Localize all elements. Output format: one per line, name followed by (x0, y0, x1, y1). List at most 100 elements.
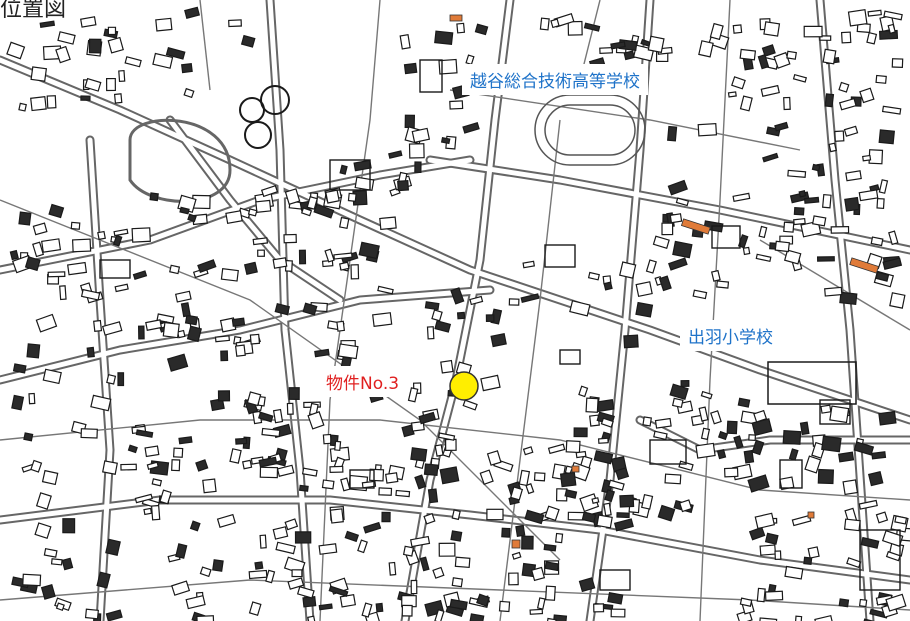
building (845, 170, 862, 182)
building (50, 558, 63, 566)
building (152, 52, 174, 69)
building (350, 264, 360, 280)
building (875, 511, 889, 524)
building (156, 313, 175, 324)
building (101, 321, 123, 336)
building (613, 518, 634, 532)
building (339, 216, 350, 230)
highlighted-buildings (449, 14, 880, 549)
building (419, 556, 430, 572)
building (883, 10, 903, 21)
building (217, 390, 231, 402)
building (635, 281, 653, 298)
building (144, 445, 160, 458)
building (716, 280, 730, 289)
building (669, 213, 683, 224)
building (783, 249, 802, 265)
building (739, 597, 753, 607)
building (395, 489, 411, 498)
building (521, 535, 534, 550)
building (524, 509, 545, 525)
building (456, 22, 466, 34)
building (189, 520, 201, 532)
building (120, 463, 137, 471)
building (212, 559, 224, 572)
building (870, 236, 884, 247)
building (559, 471, 577, 488)
property-marker-icon[interactable] (449, 371, 479, 401)
building (867, 471, 884, 487)
building (80, 288, 101, 301)
building (550, 18, 560, 29)
building (137, 325, 145, 340)
building (759, 544, 777, 556)
building (700, 390, 713, 400)
building (55, 45, 71, 64)
storage-tanks (239, 85, 290, 149)
building (171, 459, 181, 472)
building (839, 291, 858, 306)
building (347, 192, 357, 202)
building (733, 435, 744, 450)
building (575, 450, 587, 459)
building (623, 334, 639, 349)
building (860, 536, 880, 549)
building (671, 397, 684, 409)
building (861, 618, 877, 621)
building (41, 469, 59, 486)
building (333, 252, 353, 260)
building (146, 461, 159, 470)
building (667, 125, 678, 142)
building (26, 343, 41, 359)
building (41, 238, 62, 253)
building (554, 532, 564, 544)
building (407, 387, 419, 403)
building (510, 486, 524, 501)
building (80, 16, 97, 28)
building (283, 233, 297, 244)
building (339, 164, 348, 175)
building (410, 447, 428, 462)
building (878, 129, 895, 145)
building (885, 593, 907, 612)
building (817, 468, 835, 485)
building (824, 286, 843, 297)
building (739, 95, 753, 112)
building (197, 259, 217, 274)
building (474, 23, 489, 36)
building (84, 77, 102, 92)
building (284, 518, 299, 531)
building (822, 193, 832, 209)
large-building (819, 399, 851, 425)
building (372, 312, 393, 327)
building (539, 17, 550, 31)
building (616, 512, 630, 519)
building (881, 529, 904, 547)
building (286, 402, 294, 415)
building (564, 489, 578, 499)
building (518, 469, 531, 487)
building (888, 230, 899, 246)
building (93, 319, 103, 333)
building (107, 26, 117, 36)
building (748, 526, 766, 541)
building (375, 602, 384, 613)
building (67, 261, 88, 276)
building (185, 594, 206, 610)
building (210, 398, 225, 412)
building (525, 483, 535, 495)
building (599, 47, 614, 55)
building (225, 210, 243, 225)
building (43, 547, 58, 558)
building (757, 54, 770, 70)
building (322, 433, 332, 445)
building (6, 41, 26, 60)
building (652, 235, 670, 249)
building (862, 154, 872, 162)
building (838, 81, 850, 93)
building (329, 508, 344, 524)
building (858, 189, 879, 202)
building (178, 436, 193, 445)
building (47, 271, 66, 278)
